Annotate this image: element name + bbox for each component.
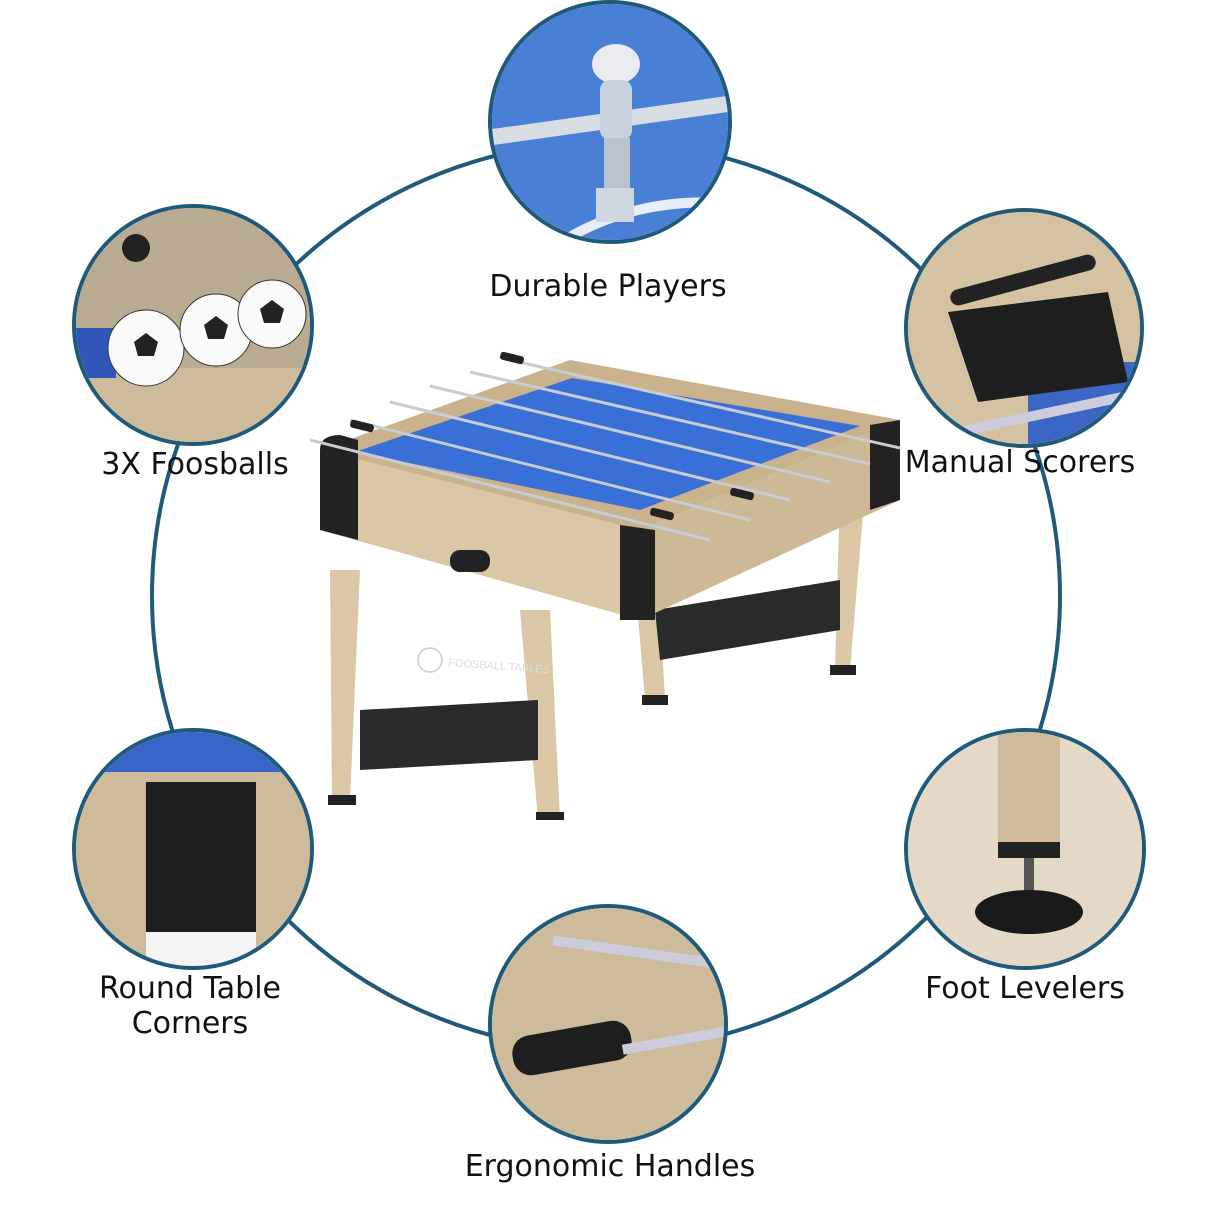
scorer-icon [908, 212, 1140, 444]
label-durable-players: Durable Players [489, 269, 727, 304]
label-round-corners-line1: Round Table [98, 971, 282, 1006]
label-round-corners-line2: Corners [131, 1005, 249, 1041]
soccer-ball-logo-icon [417, 647, 443, 673]
bubble-foosballs [72, 204, 314, 446]
label-foot-levelers: Foot Levelers [925, 971, 1125, 1006]
label-manual-scorers: Manual Scorers [904, 445, 1136, 480]
bubble-foot-levelers [904, 728, 1146, 970]
handle-icon [492, 908, 724, 1140]
foosball-table: FOOSBALL TABLES [310, 340, 910, 820]
corner-icon [76, 732, 310, 966]
label-foosballs: 3X Foosballs [101, 447, 289, 482]
bubble-manual-scorers [904, 208, 1144, 448]
player-figure-icon [492, 4, 728, 240]
bubble-durable-players [488, 0, 732, 244]
foosball-table-illustration: FOOSBALL TABLES [310, 351, 901, 820]
label-round-corners: Round Table Corners [60, 971, 320, 1041]
label-ergonomic-handles: Ergonomic Handles [464, 1149, 756, 1184]
bubble-ergonomic-handles [488, 904, 728, 1144]
foosballs-icon [76, 208, 310, 442]
foot-leveler-icon [908, 732, 1142, 966]
bubble-round-corners [72, 728, 314, 970]
